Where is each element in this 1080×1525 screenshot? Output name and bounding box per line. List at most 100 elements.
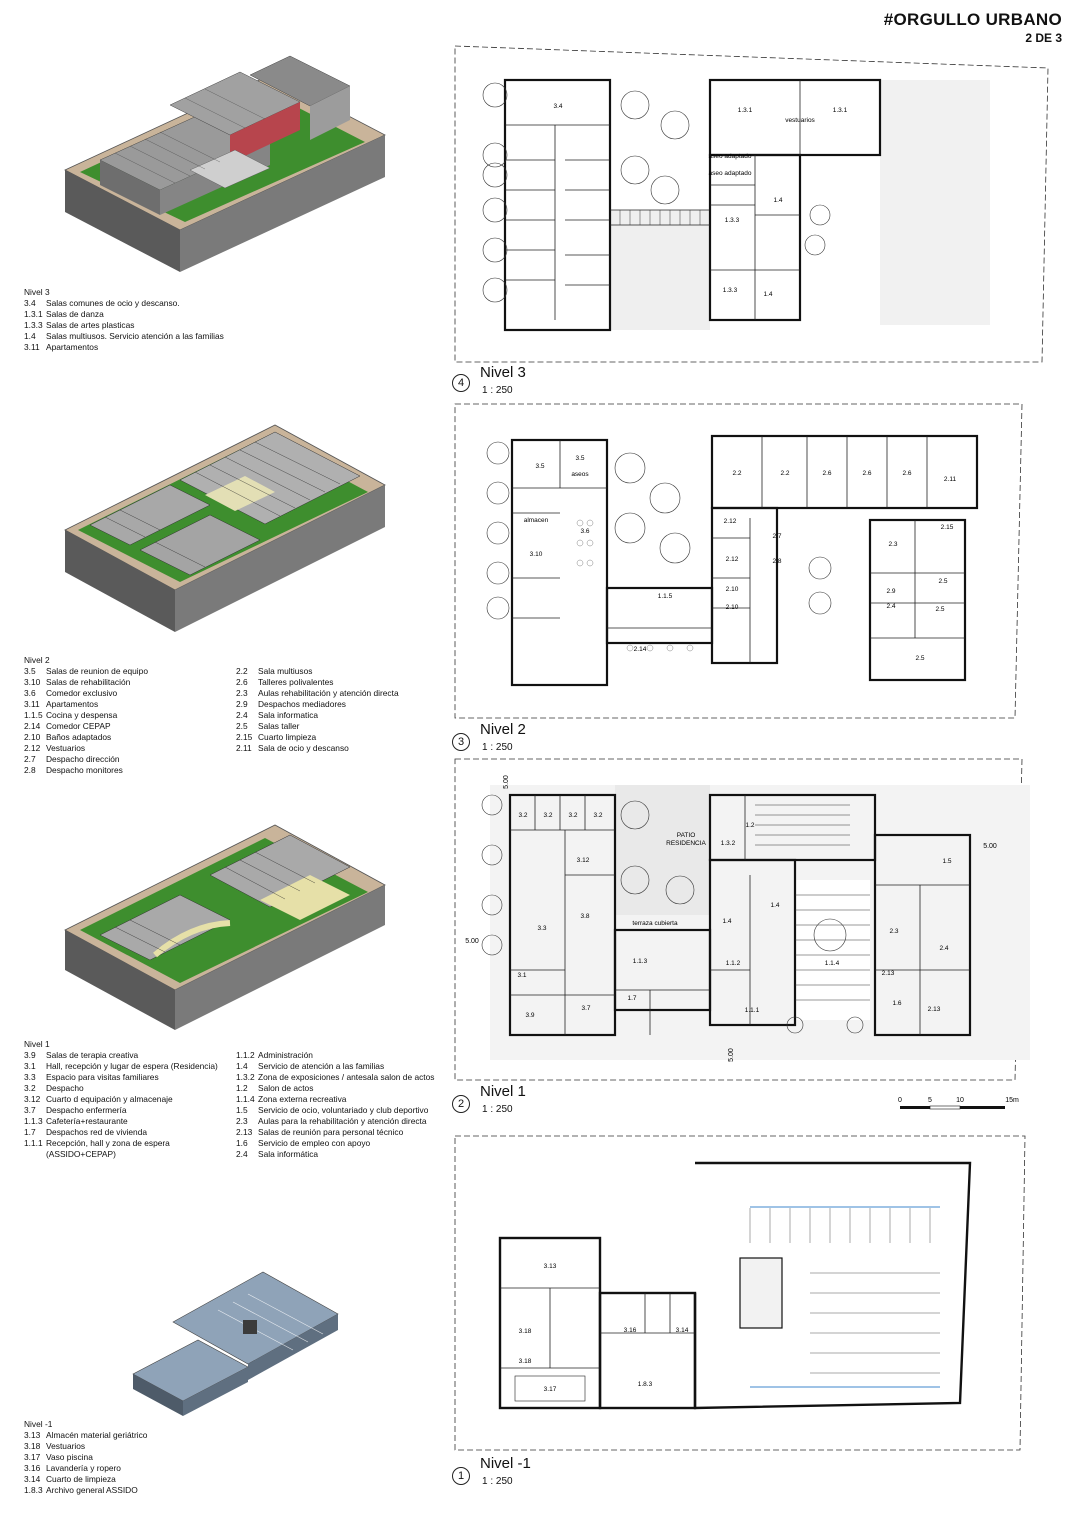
scale-tick-label: 10	[956, 1097, 964, 1104]
room-label: 1.5	[942, 858, 951, 865]
floor-plan-level-3: 3.4 1.3.1 1.3.1 vestuarios aseo adaptado…	[454, 45, 1049, 363]
room-label: 2.5	[935, 606, 944, 613]
plan-scale: 1 : 250	[482, 385, 513, 396]
room-label: aseo adaptado	[708, 170, 751, 177]
room-label: 2.13	[882, 970, 895, 977]
floor-plan-level-minus-1: 3.13 3.18 3.18 3.16 3.14 3.17 1.8.3	[454, 1135, 1026, 1451]
legend-heading: Nivel 3	[24, 287, 50, 297]
room-label: 1.8.3	[638, 1381, 653, 1388]
room-label: RESIDENCIA	[666, 840, 706, 847]
room-label: 1.2	[745, 822, 754, 829]
room-label: 2.14	[634, 646, 647, 653]
room-label: 3.2	[543, 812, 552, 819]
room-label: 2.5	[915, 655, 924, 662]
room-label: 3.16	[624, 1327, 637, 1334]
room-label: 3.13	[544, 1263, 557, 1270]
legend-heading: Nivel -1	[24, 1419, 53, 1429]
room-label: 1.1.1	[745, 1007, 760, 1014]
room-label: 2.15	[941, 524, 954, 531]
legend-heading: Nivel 2	[24, 655, 50, 665]
room-label: 3.8	[580, 913, 589, 920]
room-label: 2.3	[888, 541, 897, 548]
room-label: 2.3	[889, 928, 898, 935]
scale-bar: 0 5 10 15m	[898, 1097, 1019, 1110]
room-label: 2.11	[944, 476, 957, 483]
room-label: 3.5	[575, 455, 584, 462]
list-item: (ASSIDO+CEPAP)	[46, 1149, 116, 1159]
room-label: 3.1	[517, 972, 526, 979]
room-label: 3.10	[530, 551, 543, 558]
room-label: 2.5	[938, 578, 947, 585]
room-label: 3.2	[568, 812, 577, 819]
room-label: 1.1.4	[825, 960, 840, 967]
room-label: 2.6	[862, 470, 871, 477]
room-label: almacen	[524, 517, 549, 524]
dimension-label: 5.00	[728, 1048, 735, 1062]
room-label: 3.18	[519, 1328, 532, 1335]
room-label: 3.2	[518, 812, 527, 819]
room-label: 2.2	[780, 470, 789, 477]
room-label: 1.6	[892, 1000, 901, 1007]
room-label: vestuarios	[785, 117, 815, 124]
room-label: 2.2	[732, 470, 741, 477]
scale-tick-label: 0	[898, 1097, 902, 1104]
plan-number-badge: 2	[452, 1095, 470, 1113]
dimension-label: 5.00	[503, 775, 510, 789]
room-label: 2.4	[886, 603, 895, 610]
room-label: 1.4	[722, 918, 731, 925]
room-label: 2.10	[726, 586, 739, 593]
room-label: 3.7	[581, 1005, 590, 1012]
room-label: 1.1.2	[726, 960, 741, 967]
room-label: 3.14	[676, 1327, 689, 1334]
room-label: 1.3.1	[738, 107, 753, 114]
axonometric-level-minus-1	[132, 1271, 339, 1416]
plan-number-badge: 1	[452, 1467, 470, 1485]
plan-number-badge: 4	[452, 374, 470, 392]
page-number: 2 DE 3	[1025, 31, 1062, 45]
scale-tick-label: 5	[928, 1097, 932, 1104]
room-label: 1.3.1	[833, 107, 848, 114]
room-label: 1.4	[763, 291, 772, 298]
room-label: 2.10	[726, 604, 739, 611]
plan-title: Nivel -1	[480, 1455, 531, 1472]
room-label: PATIO	[677, 832, 696, 839]
room-label: 1.1.5	[658, 593, 673, 600]
room-label: 1.1.3	[633, 958, 648, 965]
room-label: 2.6	[902, 470, 911, 477]
plan-title: Nivel 2	[480, 721, 526, 738]
room-label: 2.8	[772, 558, 781, 565]
plan-scale: 1 : 250	[482, 742, 513, 753]
plan-scale: 1 : 250	[482, 1104, 513, 1115]
room-label: 2.9	[886, 588, 895, 595]
room-label: 1.3.3	[723, 287, 738, 294]
room-label: aseos	[571, 471, 589, 478]
room-label: 2.4	[939, 945, 948, 952]
